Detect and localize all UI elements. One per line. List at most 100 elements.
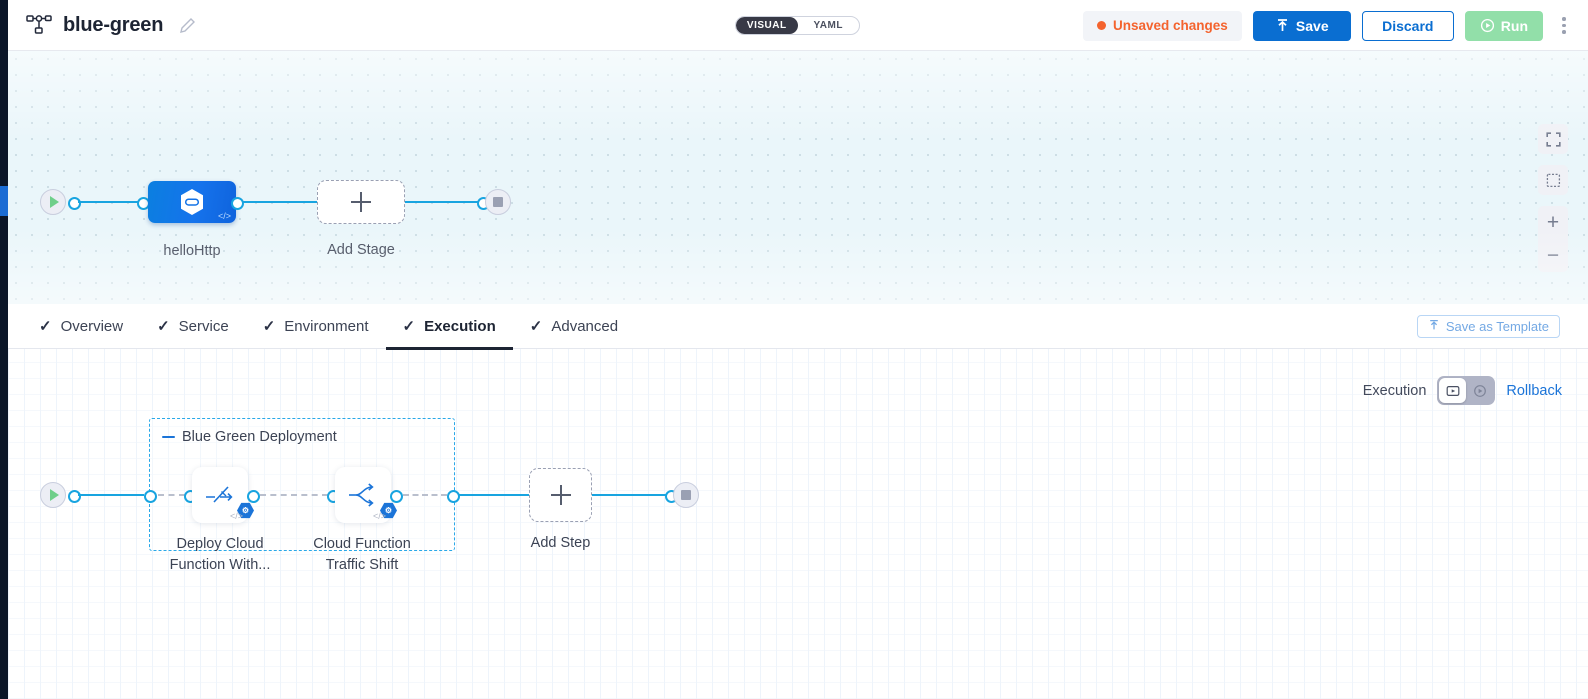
group-entry-port[interactable]: [144, 490, 157, 503]
unsaved-dot-icon: [1096, 21, 1106, 30]
step2-code-tag: </>: [372, 511, 386, 521]
save-as-template-button[interactable]: Save as Template: [1416, 315, 1560, 338]
deploy-function-icon: [206, 486, 233, 503]
run-label: Run: [1500, 17, 1528, 34]
left-nav-rail: [0, 0, 8, 699]
stage-node-hellohttp[interactable]: </>: [148, 181, 236, 223]
step-end-node[interactable]: [673, 482, 699, 508]
add-step-button[interactable]: [529, 468, 592, 522]
zoom-out-icon[interactable]: −: [1546, 243, 1560, 267]
pipeline-end-node[interactable]: [485, 189, 511, 215]
harness-badge: ⚙: [237, 502, 254, 519]
harness-badge: ⚙: [380, 502, 397, 519]
step-group-title: Blue Green Deployment: [162, 429, 337, 445]
pipeline-header: blue-green VISUAL YAML Unsaved changes: [8, 0, 1588, 51]
play-circle-icon: [50, 489, 59, 501]
tab-overview[interactable]: ✓ Overview: [22, 304, 140, 349]
step-start-node[interactable]: [40, 482, 66, 508]
traffic-split-icon: [349, 483, 374, 507]
pencil-icon[interactable]: [179, 17, 196, 34]
step1-caption: Deploy Cloud Function With...: [162, 534, 278, 576]
edge-stage-to-add: [242, 201, 317, 203]
stage-config-tabs: ✓ Overview ✓ Service ✓ Environment ✓ Exe…: [8, 304, 1588, 350]
toggle-yaml[interactable]: YAML: [813, 20, 843, 31]
tab-environment-label: Environment: [284, 317, 369, 335]
step2-label-line2: Traffic Shift: [325, 557, 399, 573]
check-icon: ✓: [529, 317, 543, 335]
page-title: blue-green: [63, 13, 164, 36]
step1-output-port[interactable]: [247, 490, 260, 503]
check-icon: ✓: [402, 317, 416, 335]
stage-caption-hellohttp: helloHttp: [163, 243, 221, 259]
step2-output-port[interactable]: [390, 490, 403, 503]
discard-label: Discard: [1382, 17, 1434, 34]
add-stage-button[interactable]: [317, 180, 405, 224]
kebab-menu-icon[interactable]: [1554, 12, 1574, 40]
run-button[interactable]: Run: [1464, 10, 1543, 41]
step2-label-line1: Cloud Function: [313, 536, 411, 552]
step-node-traffic-shift[interactable]: ⚙ </>: [335, 467, 397, 523]
header-actions: Unsaved changes Save Discard: [1082, 0, 1574, 51]
edge-group-to-step1: [158, 494, 185, 496]
rollback-link[interactable]: Rollback: [1506, 382, 1562, 399]
tab-service[interactable]: ✓ Service: [140, 304, 246, 349]
tab-advanced[interactable]: ✓ Advanced: [513, 304, 635, 349]
discard-button[interactable]: Discard: [1361, 10, 1454, 41]
tab-service-label: Service: [178, 317, 229, 335]
tab-execution-label: Execution: [424, 317, 496, 335]
tab-execution[interactable]: ✓ Execution: [385, 304, 514, 350]
tab-overview-label: Overview: [60, 317, 124, 335]
header-left: blue-green: [8, 14, 196, 37]
edge-start-to-group: [78, 494, 144, 496]
toggle-visual[interactable]: VISUAL: [736, 17, 798, 34]
step-node-deploy-cloud-function[interactable]: ⚙ </>: [192, 467, 254, 523]
edge-step2-to-group-exit: [403, 494, 447, 496]
fit-to-screen-icon[interactable]: [1538, 165, 1568, 195]
view-mode-toggle[interactable]: VISUAL YAML: [735, 16, 860, 35]
pipeline-start-node[interactable]: [40, 189, 66, 215]
unsaved-label: Unsaved changes: [1112, 18, 1228, 33]
step1-label-line1: Deploy Cloud: [176, 536, 264, 552]
pipeline-nodes-icon: [26, 14, 52, 36]
tab-environment[interactable]: ✓ Environment: [246, 304, 386, 349]
zoom-in-icon[interactable]: +: [1546, 210, 1560, 234]
zoom-controls: + −: [1538, 206, 1568, 272]
execution-step-canvas[interactable]: Execution Rollback: [8, 349, 1588, 699]
plus-icon: [351, 192, 371, 212]
tab-advanced-label: Advanced: [551, 317, 619, 335]
stage-output-port[interactable]: [231, 197, 244, 210]
collapse-dash-icon[interactable]: [162, 435, 175, 439]
stage-canvas[interactable]: </> helloHttp Add Stage: [8, 51, 1588, 304]
save-as-template-label: Save as Template: [1445, 319, 1549, 334]
step-group-blue-green[interactable]: Blue Green Deployment: [149, 418, 455, 551]
start-output-port[interactable]: [68, 197, 81, 210]
stage-code-tag: </>: [217, 211, 231, 221]
save-label: Save: [1295, 17, 1329, 34]
execution-mode-icon[interactable]: [1439, 378, 1466, 403]
execution-toolbar: Execution Rollback: [1363, 376, 1562, 405]
rollback-mode-icon[interactable]: [1467, 378, 1494, 403]
edge-start-to-stage: [78, 201, 141, 203]
check-icon: ✓: [262, 317, 276, 335]
edge-add-to-end: [405, 201, 485, 203]
execution-mode-toggle[interactable]: [1437, 376, 1496, 405]
add-step-label: Add Step: [530, 535, 591, 551]
save-button[interactable]: Save: [1252, 10, 1351, 41]
edge-group-to-add-step: [459, 494, 529, 496]
step-group-title-label: Blue Green Deployment: [182, 429, 337, 445]
add-stage-label: Add Stage: [327, 242, 395, 258]
step1-code-tag: </>: [229, 511, 243, 521]
step-start-output-port[interactable]: [68, 490, 81, 503]
edge-step1-to-step2: [260, 494, 328, 496]
stop-circle-icon: [493, 197, 503, 207]
check-icon: ✓: [39, 317, 52, 335]
plus-icon: [550, 485, 571, 505]
left-rail-accent: [0, 186, 8, 216]
play-circle-icon: [50, 196, 59, 208]
group-exit-port[interactable]: [447, 490, 460, 503]
hexagon-infinity-icon: [181, 189, 203, 215]
execution-label: Execution: [1362, 382, 1427, 399]
step1-label-line2: Function With...: [169, 557, 271, 573]
fullscreen-icon[interactable]: [1538, 124, 1568, 154]
